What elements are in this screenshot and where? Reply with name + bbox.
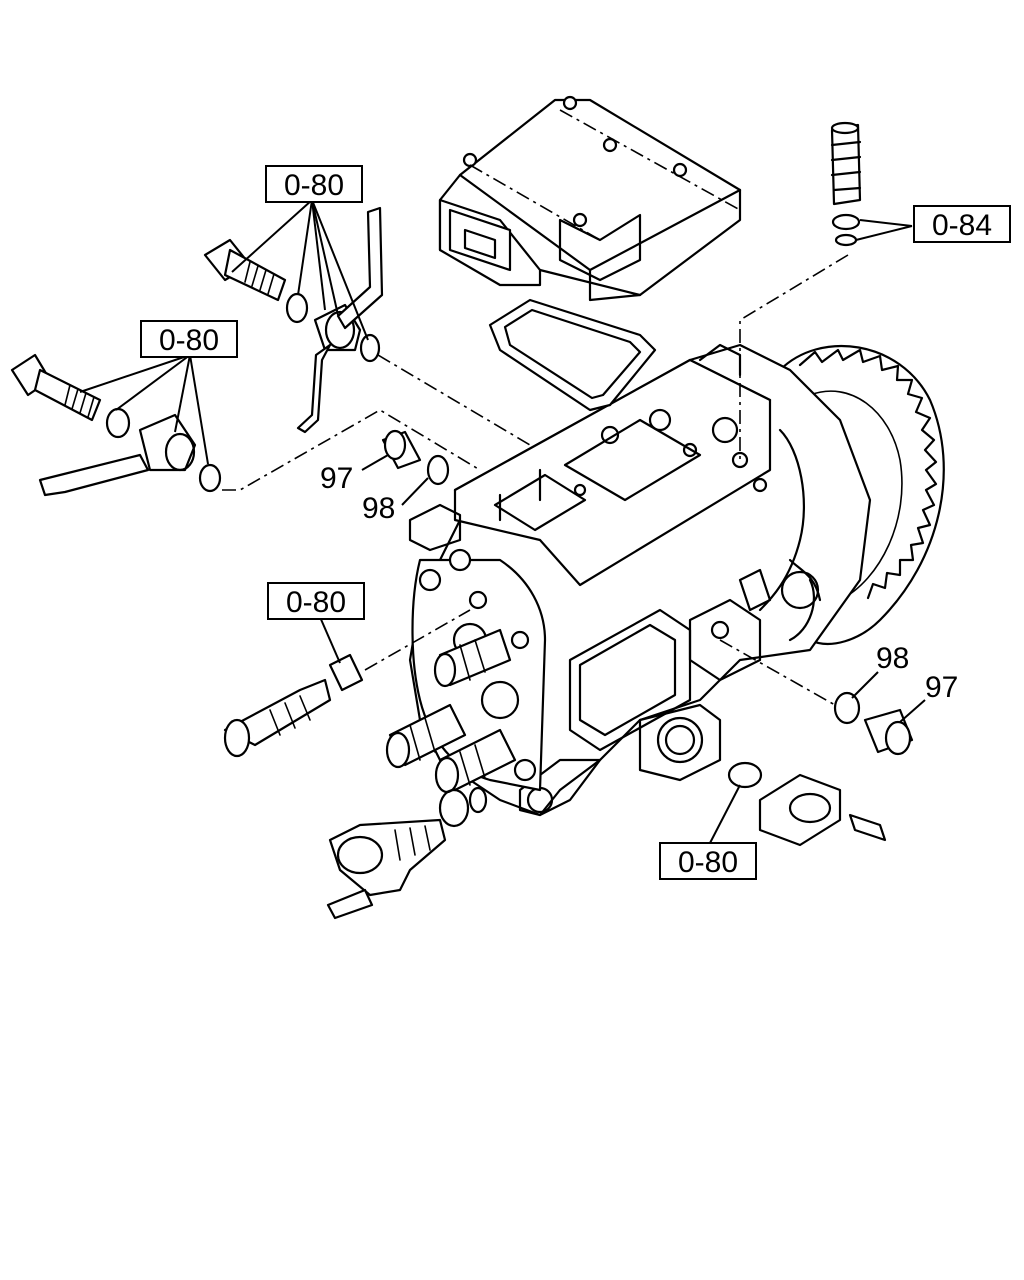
ref-text-right: 0-84: [932, 209, 992, 242]
ref-label-left: 0-80: [79, 320, 238, 465]
banjo-fitting-upper: [203, 206, 531, 446]
fuel-cut-solenoid: [326, 786, 488, 920]
ref-text-bottom: 0-80: [678, 846, 738, 879]
part-number-98-right: 98: [851, 642, 909, 699]
ref-text-mid: 0-80: [286, 586, 346, 619]
svg-text:97: 97: [925, 671, 958, 704]
ref-label-right: 0-84: [855, 205, 1011, 243]
inlet-fitting: [223, 609, 471, 758]
control-module: [438, 95, 742, 302]
delivery-fittings: [385, 628, 517, 794]
part-number-97-left: 97: [320, 454, 389, 495]
part-number-97-right: 97: [899, 671, 958, 723]
ref-label-mid: 0-80: [267, 582, 365, 664]
banjo-fitting-left: [10, 353, 481, 497]
ref-text-left: 0-80: [159, 324, 219, 357]
ref-label-bottom: 0-80: [659, 784, 757, 880]
svg-text:98: 98: [876, 642, 909, 675]
ref-text-top: 0-80: [284, 169, 344, 202]
module-gasket: [488, 298, 657, 412]
plug-left: [381, 429, 450, 486]
overflow-valve: [739, 121, 862, 460]
ref-label-top: 0-80: [231, 165, 369, 341]
svg-text:97: 97: [320, 462, 353, 495]
bottom-right-cover: [727, 761, 887, 847]
part-number-98-left: 98: [362, 477, 429, 525]
svg-text:98: 98: [362, 492, 395, 525]
